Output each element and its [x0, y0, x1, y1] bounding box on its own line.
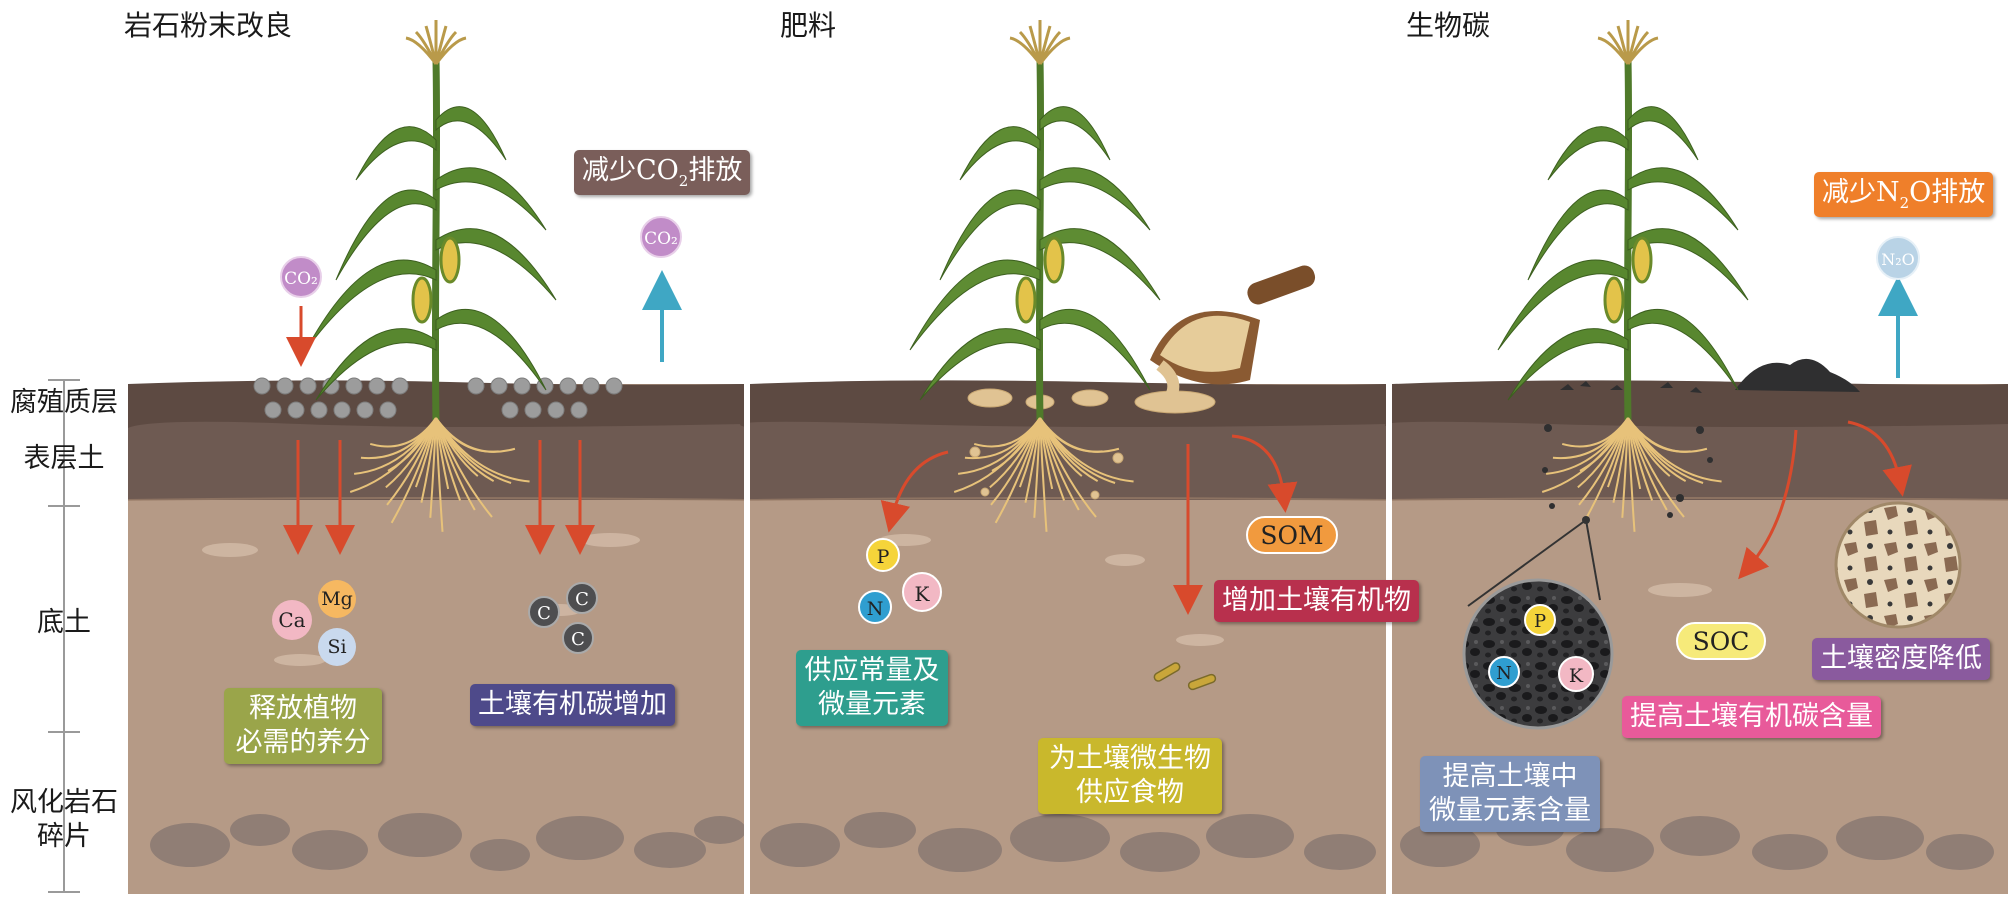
corn-plant-2: [909, 20, 1161, 421]
layer-axis: [48, 379, 80, 893]
reduce-n2o-pre: 减少N: [1822, 177, 1900, 208]
microbe-food-line-2: 供应食物: [1076, 777, 1184, 808]
layer-label-subsoil: 底土: [37, 607, 91, 638]
rock-powder: [253, 377, 623, 419]
plant-roots: [349, 417, 1722, 532]
reduce-co2-sub: 2: [678, 172, 689, 190]
reduce-n2o-label: 减少N2O排放: [1814, 172, 1994, 217]
rock-fragments: [150, 812, 1994, 872]
soil-carbon-box: 土壤有机碳增加: [470, 684, 675, 726]
layer-label-weathered-rock: 风化岩石碎片: [10, 787, 118, 852]
nutrient-release-line-2: 必需的养分: [235, 727, 371, 758]
carbon-2: C: [566, 582, 598, 614]
nutrient-si: Si: [318, 628, 356, 666]
panel-title-rock-powder: 岩石粉末改良: [124, 9, 293, 42]
density-reduction-box: 土壤密度降低: [1812, 638, 1990, 680]
co2-in-bubble: CO₂: [280, 256, 322, 298]
n2o-bubble: N₂O: [1876, 236, 1920, 280]
reduce-co2-label: 减少CO2排放: [574, 150, 751, 195]
roots-1: [349, 417, 530, 532]
nutrient-n-p3: N: [1488, 656, 1520, 688]
trace-element-line-2: 微量元素含量: [1429, 795, 1591, 826]
reduce-n2o-post: O排放: [1909, 177, 1986, 208]
microbe-food-line-1: 为土壤微生物: [1049, 743, 1211, 774]
microbes: [1153, 662, 1217, 691]
nutrient-curve-arrow: [880, 450, 949, 533]
corn-plant-1: [305, 20, 557, 421]
nutrient-p-p2: P: [866, 538, 900, 572]
macro-micro-line-2: 微量元素: [818, 689, 926, 720]
som-pill: SOM: [1246, 516, 1338, 554]
som-curve-arrow: [1231, 434, 1298, 513]
density-curve-arrow: [1847, 420, 1912, 497]
nutrient-release-line-1: 释放植物: [249, 693, 357, 724]
increase-organic-matter-box: 增加土壤有机物: [1214, 580, 1419, 622]
layer-label-topsoil: 表层土: [23, 443, 105, 474]
corn-plants: [305, 20, 1749, 421]
panel-title-biochar: 生物碳: [1406, 9, 1491, 42]
roots-2: [953, 417, 1134, 532]
roots-3: [1541, 417, 1722, 532]
macro-micro-supply-box: 供应常量及 微量元素: [796, 650, 948, 726]
reduce-co2-post: 排放: [688, 155, 743, 186]
macro-micro-line-1: 供应常量及: [804, 655, 940, 686]
density-zoom: [1834, 501, 1962, 629]
soc-pill: SOC: [1676, 622, 1766, 660]
reduce-co2-pre: 减少CO: [582, 155, 679, 186]
carbon-3: C: [562, 622, 594, 654]
layer-label-humus: 腐殖质层: [10, 387, 118, 418]
reduce-n2o-sub: 2: [1899, 194, 1910, 212]
biochar-pile: [1542, 358, 1860, 518]
process-arrows: [283, 270, 1918, 615]
trace-element-line-1: 提高土壤中: [1442, 761, 1578, 792]
microbe-food-box: 为土壤微生物 供应食物: [1038, 738, 1222, 814]
nutrient-n-p2: N: [858, 590, 892, 624]
co2-out-bubble: CO₂: [640, 216, 682, 258]
trace-element-box: 提高土壤中 微量元素含量: [1420, 756, 1600, 832]
nutrient-p-p3: P: [1524, 604, 1556, 636]
nutrient-k-p2: K: [902, 572, 942, 612]
soc-curve-arrow: [1738, 429, 1798, 580]
soc-increase-box: 提高土壤有机碳含量: [1622, 696, 1881, 738]
scoop: [1150, 265, 1316, 401]
nutrient-mg: Mg: [318, 580, 356, 618]
panel-dividers: [744, 360, 1392, 900]
panel-title-fertilizer: 肥料: [780, 9, 837, 42]
fertilizer-clumps: [967, 388, 1216, 500]
nutrient-ca: Ca: [272, 600, 312, 640]
carbon-1: C: [528, 596, 560, 628]
corn-plant-3: [1497, 20, 1749, 421]
nutrient-release-box: 释放植物 必需的养分: [224, 688, 382, 764]
nutrient-k-p3: K: [1558, 656, 1594, 692]
